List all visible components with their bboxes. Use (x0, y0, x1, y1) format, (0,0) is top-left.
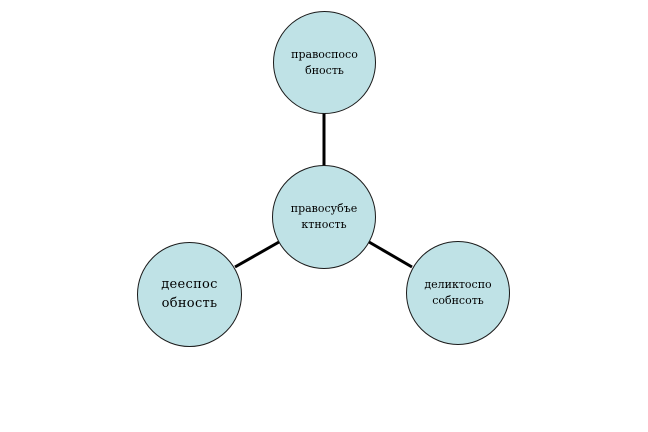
node-label-center: правосубъе ктность (290, 202, 358, 231)
connector-center-right (368, 240, 413, 269)
connector-center-left (234, 240, 280, 269)
node-label-top: правоспосо бность (291, 47, 358, 77)
node-pravosubektnost: правосубъе ктность (272, 165, 376, 269)
node-label-right: деликтоспо собнсоть (424, 278, 492, 307)
node-label-left: дееспос обность (161, 276, 218, 311)
node-deesposobnost: дееспос обность (137, 242, 242, 347)
node-pravosposobnost: правоспосо бность (273, 11, 376, 114)
node-deliktosposobnost: деликтоспо собнсоть (406, 241, 510, 345)
